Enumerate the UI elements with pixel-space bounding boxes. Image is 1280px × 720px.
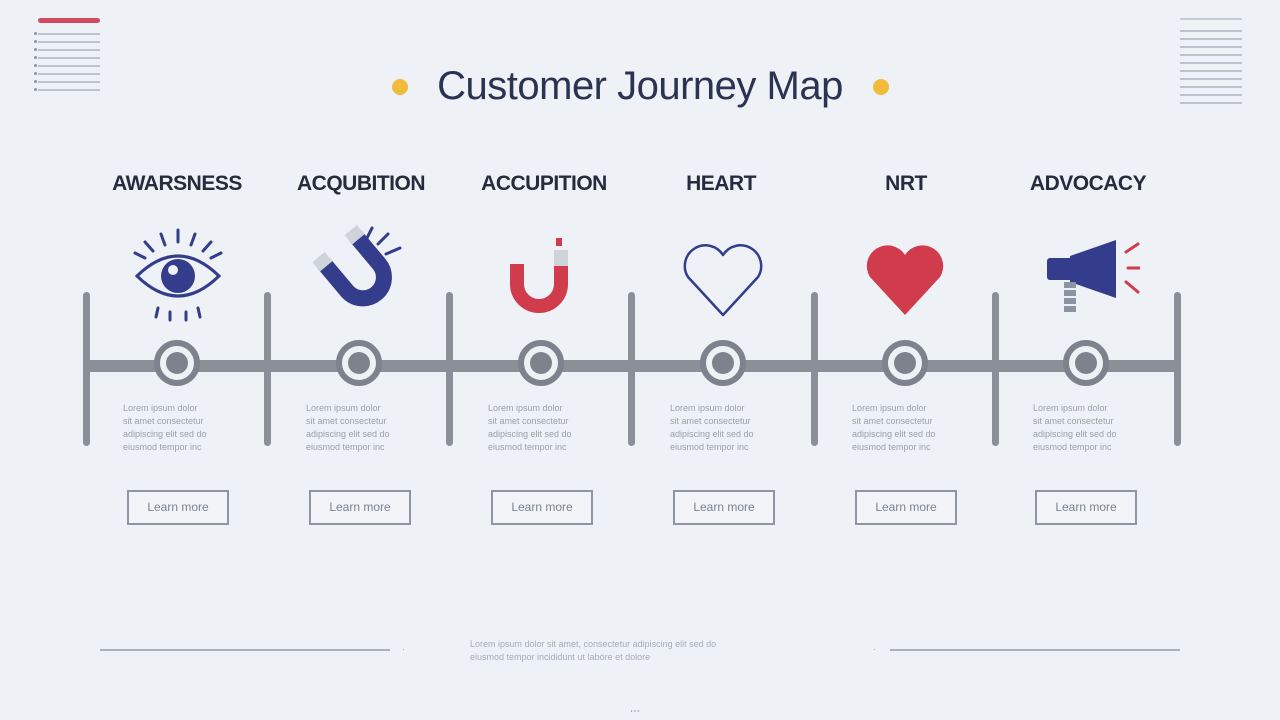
timeline-divider (446, 292, 453, 446)
stage-description: Lorem ipsum dolor sit amet consectetur a… (123, 403, 207, 452)
stage-description: Lorem ipsum dolor sit amet consectetur a… (852, 403, 936, 452)
title-dot-right (873, 79, 889, 95)
timeline-divider (811, 292, 818, 446)
stage-description: Lorem ipsum dolor sit amet consectetur a… (306, 403, 390, 452)
learn-more-button-advocacy[interactable]: Learn more (1035, 490, 1137, 525)
footer-marker: · (873, 644, 876, 654)
timeline-divider (628, 292, 635, 446)
footer-divider-left (100, 649, 390, 651)
timeline-divider (83, 292, 90, 446)
megaphone-icon (1030, 220, 1142, 330)
learn-more-button-heart[interactable]: Learn more (673, 490, 775, 525)
page-title: Customer Journey Map (437, 64, 843, 108)
timeline-node-heart[interactable] (700, 340, 746, 386)
stage-description: Lorem ipsum dolor sit amet consectetur a… (488, 403, 572, 452)
timeline-node-awareness[interactable] (154, 340, 200, 386)
footer-glyph: ⋯ (630, 706, 640, 717)
stage-description: Lorem ipsum dolor sit amet consectetur a… (1033, 403, 1117, 452)
eye-icon (123, 220, 233, 330)
timeline-divider (992, 292, 999, 446)
timeline-divider (1174, 292, 1181, 446)
learn-more-button-nrt[interactable]: Learn more (855, 490, 957, 525)
stage-label-awareness: AWARSNESS (112, 172, 242, 195)
learn-more-button-accupition[interactable]: Learn more (491, 490, 593, 525)
stage-description: Lorem ipsum dolor sit amet consectetur a… (670, 403, 754, 452)
heart-filled-icon (850, 220, 960, 330)
document-icon (34, 18, 100, 97)
heart-outline-icon (668, 220, 778, 330)
footer-marker: · (402, 644, 405, 654)
magnet-icon (306, 220, 416, 330)
stage-label-accupition: ACCUPITION (481, 172, 607, 195)
timeline-node-nrt[interactable] (882, 340, 928, 386)
stage-label-heart: HEART (686, 172, 756, 195)
stage-label-advocacy: ADVOCACY (1029, 172, 1147, 195)
footer-text: Lorem ipsum dolor sit amet, consectetur … (470, 639, 717, 662)
footer-divider-right (890, 649, 1180, 651)
learn-more-button-acquisition[interactable]: Learn more (309, 490, 411, 525)
title-row: Customer Journey Map (0, 60, 1280, 116)
stage-label-nrt: NRT (885, 172, 927, 195)
learn-more-button-awareness[interactable]: Learn more (127, 490, 229, 525)
title-dot-left (392, 79, 408, 95)
stage-label-acquisition: ACQUBITION (297, 172, 426, 195)
timeline-node-advocacy[interactable] (1063, 340, 1109, 386)
document-icon (1180, 18, 1242, 110)
magnet-icon (485, 220, 595, 330)
timeline-node-accupition[interactable] (518, 340, 564, 386)
timeline-divider (264, 292, 271, 446)
timeline-node-acquisition[interactable] (336, 340, 382, 386)
document-icon-bar (38, 18, 100, 23)
document-icon-bar (1180, 18, 1242, 20)
